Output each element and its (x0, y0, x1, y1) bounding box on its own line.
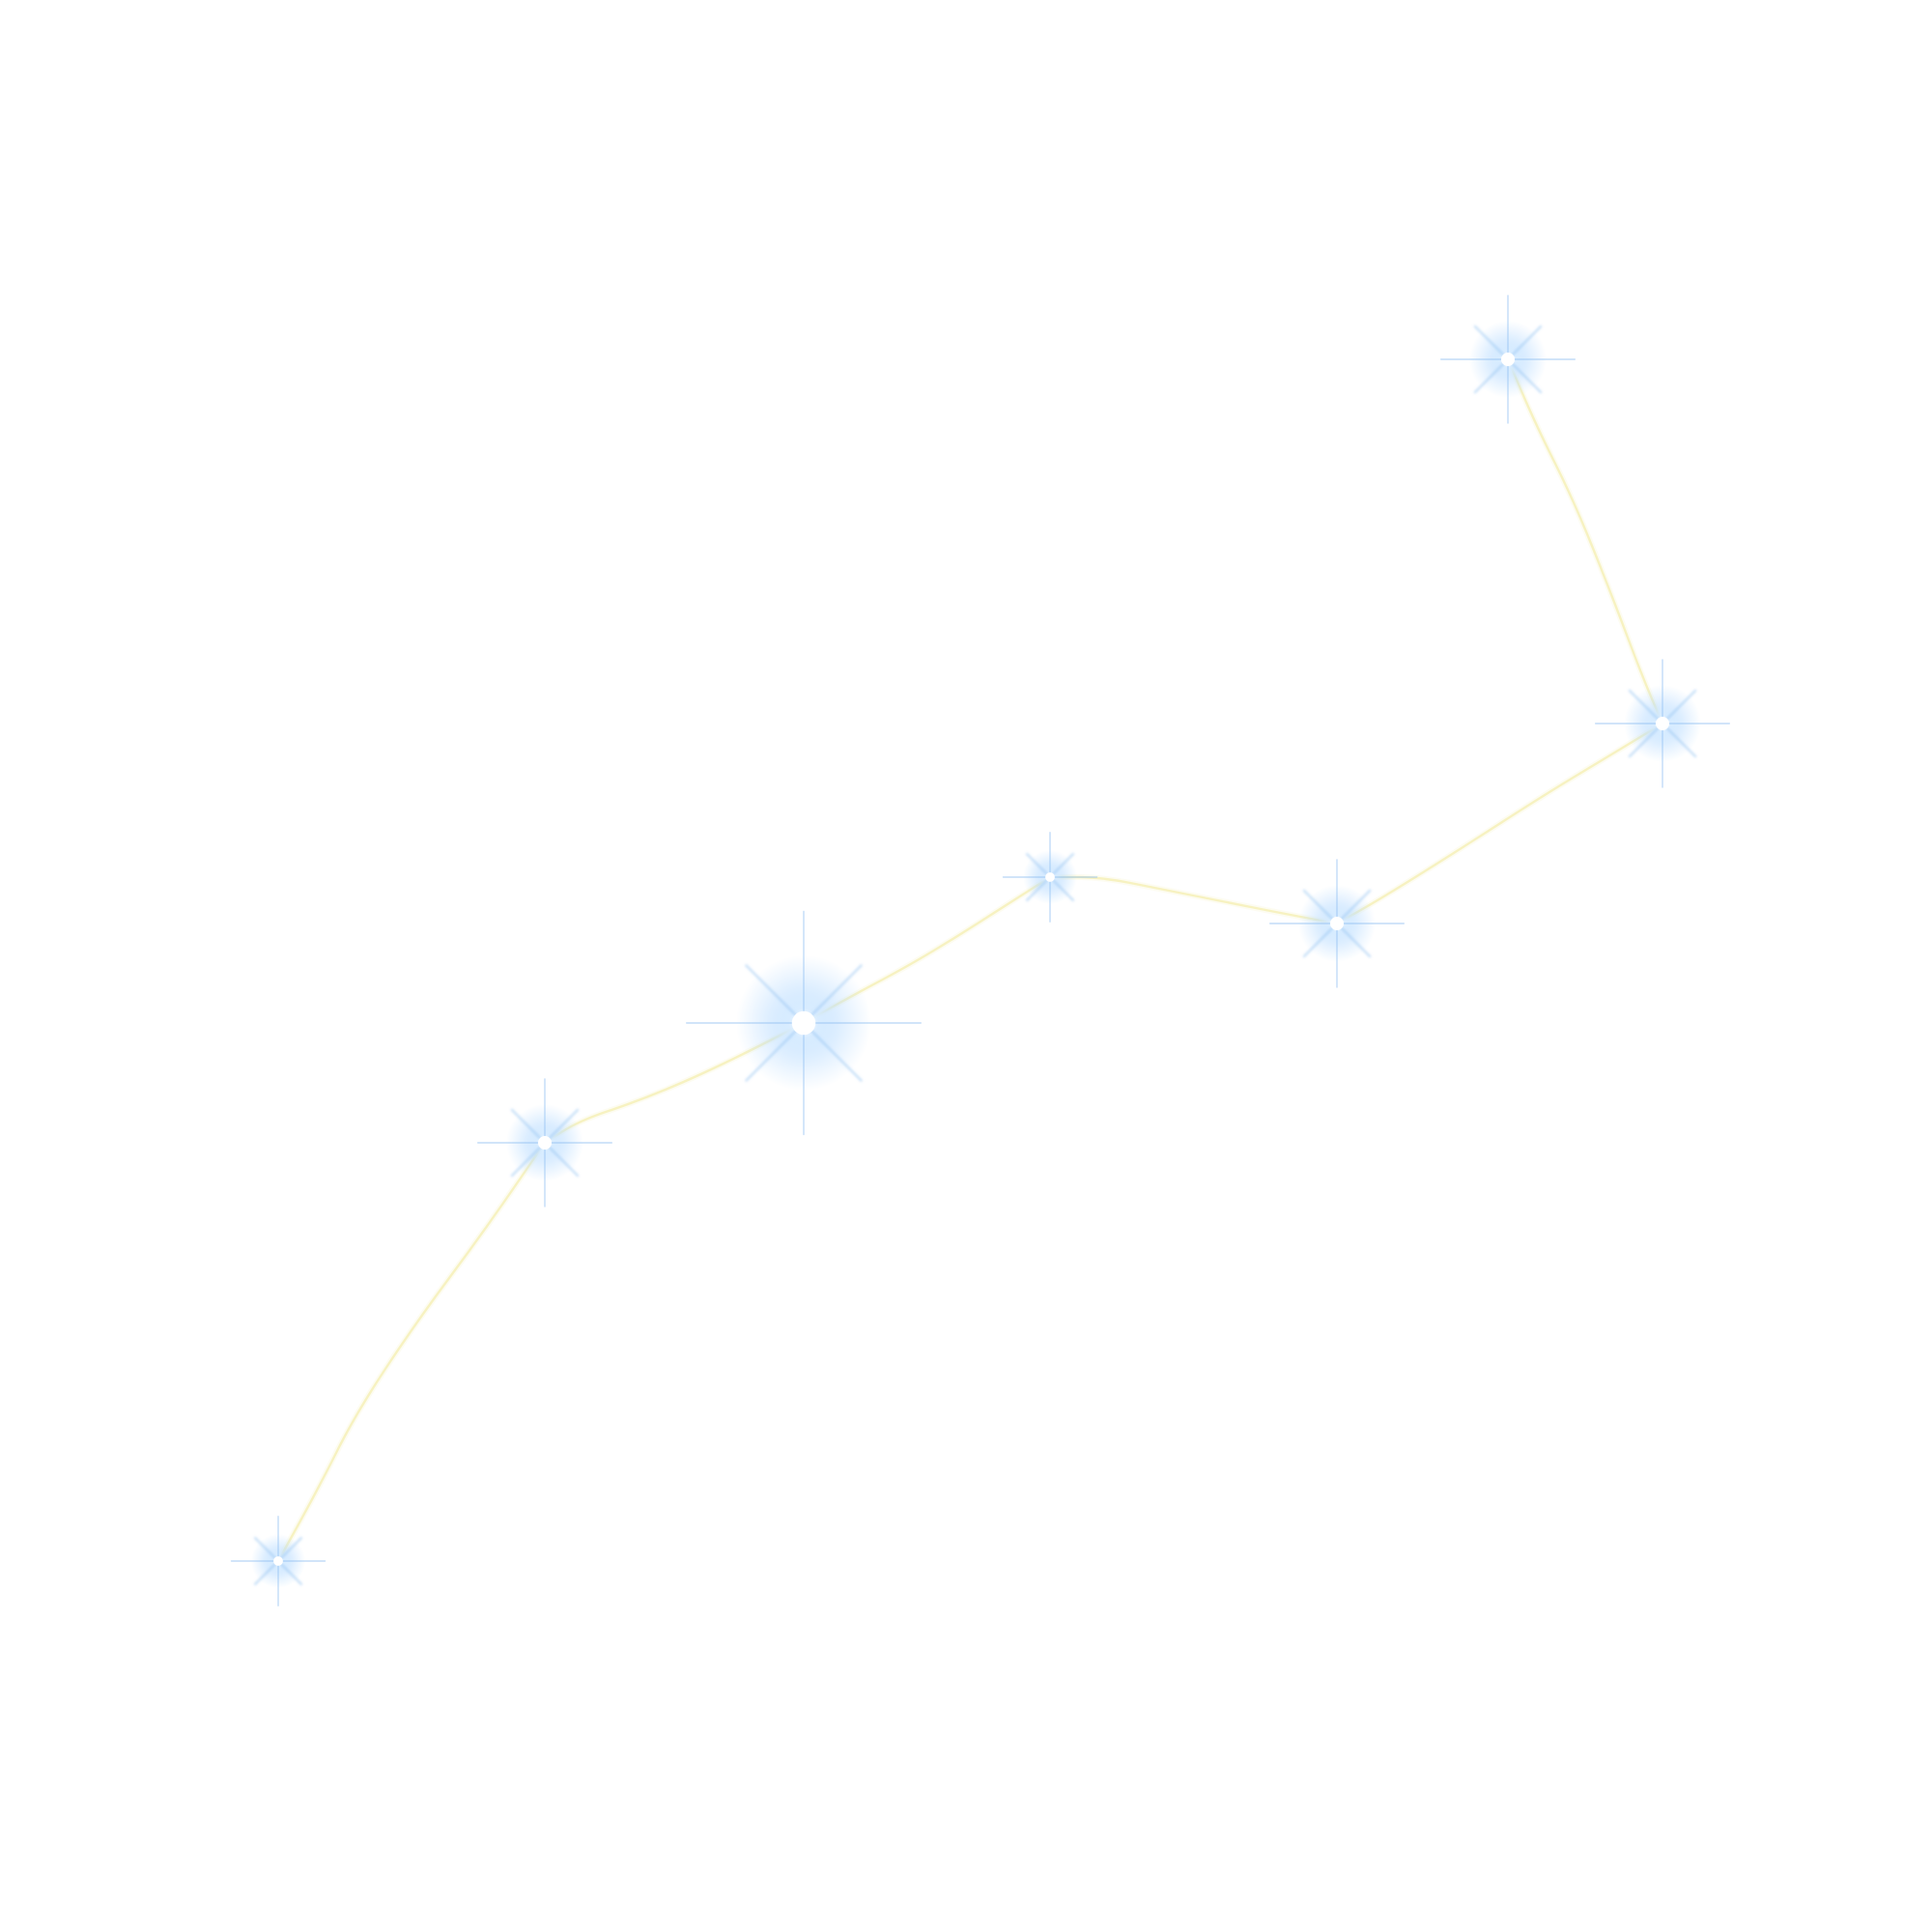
star-1-icon (230, 1516, 327, 1606)
star-core (273, 1556, 283, 1566)
constellation-stars (230, 295, 1731, 1606)
star-ray (1506, 357, 1543, 394)
star-3-icon (686, 910, 922, 1136)
star-core (1045, 872, 1055, 882)
star-ray (1661, 722, 1697, 758)
star-ray (1473, 325, 1510, 361)
star-ray (745, 964, 806, 1025)
star-ray (1025, 875, 1052, 902)
star-ray (1048, 852, 1075, 879)
star-ray (510, 1108, 547, 1145)
star-5-icon (1268, 859, 1406, 988)
star-ray (276, 1536, 303, 1563)
star-ray (543, 1141, 580, 1178)
star-ray (802, 964, 863, 1025)
star-ray (543, 1108, 580, 1145)
star-ray (1302, 889, 1339, 925)
star-ray (1025, 852, 1052, 879)
star-ray (1473, 357, 1510, 394)
star-ray (1048, 875, 1075, 902)
star-ray (276, 1559, 303, 1586)
star-ray (802, 1021, 863, 1082)
star-ray (253, 1559, 280, 1586)
star-4-icon (1002, 832, 1098, 923)
star-core (791, 1010, 816, 1036)
constellation-line-1 (276, 1141, 547, 1563)
star-core (1501, 353, 1515, 366)
star-ray (1628, 689, 1664, 725)
star-ray (745, 1021, 806, 1082)
star-ray (1506, 325, 1543, 361)
star-ray (253, 1536, 280, 1563)
star-core (538, 1136, 552, 1150)
star-6-icon (1594, 659, 1731, 788)
star-ray (1302, 922, 1339, 958)
star-ray (1661, 689, 1697, 725)
star-ray (1335, 889, 1372, 925)
star-2-icon (476, 1078, 613, 1208)
star-ray (510, 1141, 547, 1178)
star-ray (1335, 922, 1372, 958)
star-7-icon (1439, 295, 1577, 424)
star-ray (1628, 722, 1664, 758)
star-core (1330, 917, 1344, 930)
star-core (1656, 717, 1669, 730)
